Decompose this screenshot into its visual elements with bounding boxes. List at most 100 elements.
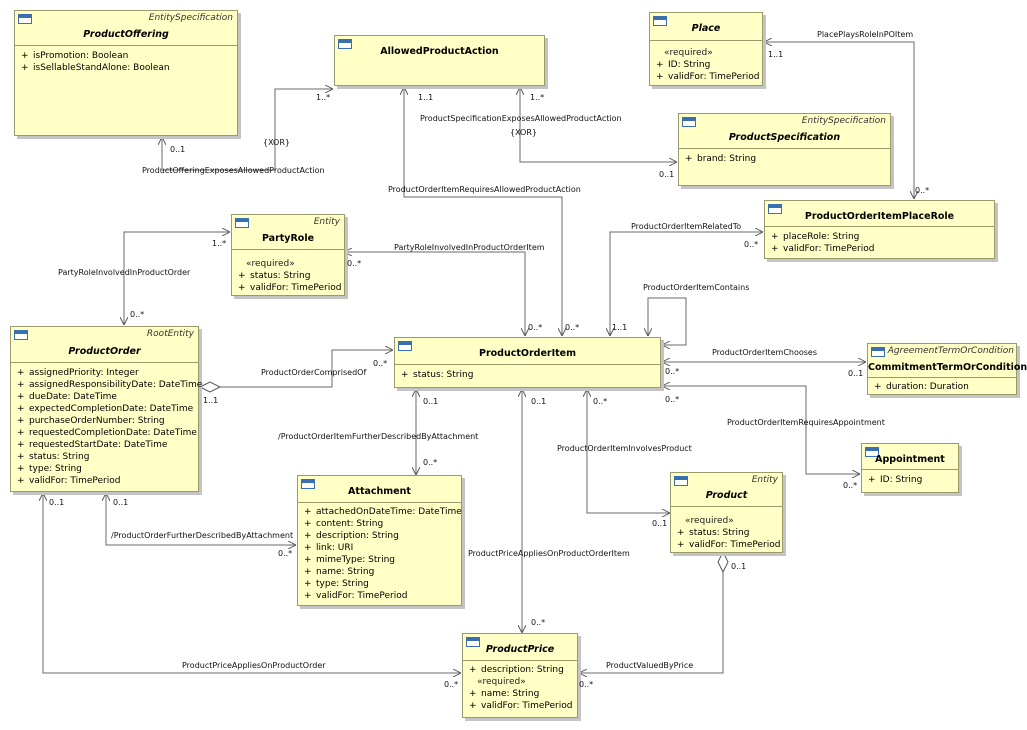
multiplicity: 1..1: [768, 50, 784, 59]
multiplicity: 0..*: [373, 359, 388, 368]
class-icon: [865, 447, 879, 457]
assoc-label: ProductOrderItemContains: [643, 283, 750, 292]
aggregation-diamond-product: [717, 550, 729, 574]
attribute: requestedCompletionDate: DateTime: [29, 428, 197, 438]
assoc-label: ProductOrderComprisedOf: [261, 368, 367, 377]
class-attachment[interactable]: Attachment +attachedOnDateTime: DateTime…: [297, 475, 462, 606]
aggregation-diamond-order: [198, 381, 222, 393]
class-icon: [466, 637, 480, 647]
attribute: type: String: [316, 579, 369, 589]
multiplicity: 0..1: [659, 170, 675, 179]
multiplicity: 0..1: [531, 397, 547, 406]
attribute: status: String: [413, 370, 474, 380]
class-place[interactable]: Place «required» +ID: String +validFor: …: [649, 12, 763, 86]
assoc-label: /ProductOrderItemFurtherDescribedByAttac…: [278, 432, 479, 441]
attribute: mimeType: String: [316, 555, 395, 565]
required-marker: «required»: [664, 48, 713, 58]
class-product-specification[interactable]: EntitySpecification ProductSpecification…: [678, 113, 891, 186]
class-name: Place: [691, 23, 721, 34]
assoc-place-plays-role: [764, 42, 914, 199]
required-marker: «required»: [685, 516, 734, 526]
class-icon: [682, 117, 696, 127]
assoc-label: PlacePlaysRoleInPOItem: [817, 30, 914, 39]
attribute: validFor: TimePeriod: [250, 283, 342, 293]
attribute: validFor: TimePeriod: [316, 591, 408, 601]
class-icon: [674, 476, 688, 486]
class-name: Appointment: [875, 454, 945, 465]
class-name: ProductPrice: [485, 644, 555, 655]
class-name: CommitmentTermOrCondition: [868, 362, 1027, 373]
multiplicity: 1..1: [612, 323, 628, 332]
stereotype: EntitySpecification: [801, 116, 886, 126]
assoc-label: ProductOrderItemRelatedTo: [631, 222, 742, 231]
assoc-order-comprised: [219, 350, 393, 388]
assoc-label: ProductOrderItemRequiresAllowedProductAc…: [388, 185, 581, 194]
class-icon: [871, 347, 885, 357]
class-appointment[interactable]: Appointment +ID: String: [861, 443, 959, 493]
class-product-offering[interactable]: EntitySpecification ProductOffering +isP…: [14, 10, 238, 136]
assoc-label: ProductOrderItemRequiresAppointment: [727, 418, 885, 427]
multiplicity: 0..1: [848, 369, 864, 378]
class-product[interactable]: Entity Product «required» +status: Strin…: [670, 472, 783, 553]
class-icon: [301, 479, 315, 489]
attribute: validFor: TimePeriod: [783, 244, 875, 254]
attribute: ID: String: [880, 475, 923, 485]
multiplicity: 0..*: [665, 367, 680, 376]
assoc-label: ProductPriceAppliesOnProductOrderItem: [468, 549, 630, 558]
assoc-partyrole-item: [344, 252, 525, 336]
assoc-item-requires-action: [404, 87, 562, 336]
multiplicity: 0..1: [652, 519, 668, 528]
class-icon: [18, 14, 32, 24]
class-product-order-item-place-role[interactable]: ProductOrderItemPlaceRole +placeRole: St…: [764, 200, 995, 259]
multiplicity: 0..*: [278, 549, 293, 558]
multiplicity: 0..*: [744, 240, 759, 249]
multiplicity: 0..*: [565, 323, 580, 332]
assoc-partyrole-order: [124, 232, 230, 325]
multiplicity: 0..1: [423, 397, 439, 406]
assoc-label: ProductOrderItemChooses: [712, 348, 818, 357]
attribute: purchaseOrderNumber: String: [29, 416, 165, 426]
attribute: name: String: [481, 689, 540, 699]
multiplicity: 0..*: [531, 618, 546, 627]
stereotype: Entity: [751, 475, 778, 485]
attribute: placeRole: String: [783, 232, 860, 242]
attribute: link: URI: [316, 543, 354, 553]
stereotype: AgreementTermOrCondition: [887, 346, 1014, 356]
attribute: validFor: TimePeriod: [668, 72, 760, 82]
class-product-price[interactable]: ProductPrice +description: String «requi…: [462, 633, 578, 718]
class-product-order[interactable]: RootEntity ProductOrder +assignedPriorit…: [10, 326, 202, 492]
multiplicity: 0..*: [528, 323, 543, 332]
multiplicity: 0..*: [444, 680, 459, 689]
attribute: validFor: TimePeriod: [481, 701, 573, 711]
class-commitment-term-or-condition[interactable]: AgreementTermOrCondition CommitmentTermO…: [867, 343, 1027, 395]
class-party-role[interactable]: Entity PartyRole «required» +status: Str…: [231, 214, 345, 296]
stereotype: EntitySpecification: [148, 13, 233, 23]
class-allowed-product-action[interactable]: AllowedProductAction: [334, 35, 545, 86]
assoc-price-order: [43, 493, 461, 673]
multiplicity: 0..1: [49, 498, 65, 507]
class-product-order-item[interactable]: ProductOrderItem +status: String: [394, 337, 661, 388]
attribute: description: String: [481, 665, 564, 675]
multiplicity: 0..*: [347, 259, 362, 268]
multiplicity: 1..1: [418, 93, 434, 102]
required-marker: «required»: [477, 677, 526, 687]
attribute: validFor: TimePeriod: [689, 540, 781, 550]
assoc-label: ProductPriceAppliesOnProductOrder: [182, 661, 326, 670]
attribute: isSellableStandAlone: Boolean: [33, 63, 170, 73]
class-name: Attachment: [348, 486, 411, 497]
class-name: ProductOrderItem: [478, 348, 577, 359]
assoc-product-valued: [579, 572, 724, 673]
class-icon: [768, 204, 782, 214]
assoc-label: ProductOfferingExposesAllowedProductActi…: [142, 166, 325, 175]
stereotype: Entity: [313, 217, 340, 227]
attribute: expectedCompletionDate: DateTime: [29, 404, 194, 414]
attribute: status: String: [250, 271, 311, 281]
multiplicity: 0..*: [579, 680, 594, 689]
attribute: content: String: [316, 519, 384, 529]
attribute: dueDate: DateTime: [29, 392, 117, 402]
attribute: type: String: [29, 464, 82, 474]
assoc-label: PartyRoleInvolvedInProductOrderItem: [394, 243, 545, 252]
multiplicity: 0..1: [731, 562, 747, 571]
class-name: Product: [705, 490, 748, 501]
